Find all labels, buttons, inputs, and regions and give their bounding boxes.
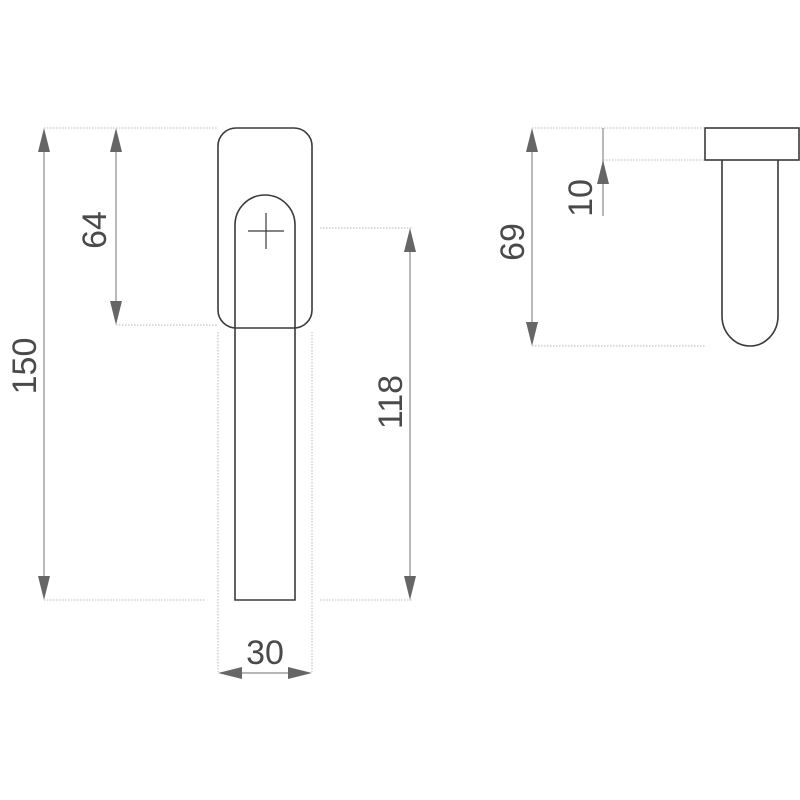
dimension-64: 64 [76, 128, 122, 325]
label-69: 69 [494, 223, 532, 261]
arrow-10 [597, 160, 609, 184]
arrow-64-top [110, 128, 122, 152]
label-10: 10 [562, 179, 600, 217]
arrow-118-bottom [404, 576, 416, 600]
front-view [217, 127, 313, 601]
side-extension-lines [532, 127, 705, 347]
rose-outline [217, 127, 313, 329]
dimension-69: 69 [494, 128, 538, 346]
arrow-150-top [38, 128, 50, 152]
label-64: 64 [76, 211, 114, 249]
arrow-69-top [526, 128, 538, 152]
arrow-150-bottom [38, 576, 50, 600]
dimension-150: 150 [6, 128, 50, 600]
arrow-30-right [288, 667, 312, 679]
dimension-10: 10 [562, 128, 609, 217]
side-lever-outline [721, 160, 779, 347]
label-150: 150 [6, 338, 44, 395]
dimension-30: 30 [218, 634, 312, 679]
front-extension-lines [44, 127, 412, 672]
arrow-69-bottom [526, 322, 538, 346]
label-118: 118 [372, 375, 410, 429]
label-30: 30 [246, 634, 284, 672]
arrow-118-top [404, 228, 416, 252]
arrow-64-bottom [110, 301, 122, 325]
arrow-30-left [218, 667, 242, 679]
side-rose-outline [704, 127, 800, 161]
lever-outline [234, 194, 296, 601]
side-view [704, 127, 800, 347]
dimension-118: 118 [372, 228, 416, 600]
